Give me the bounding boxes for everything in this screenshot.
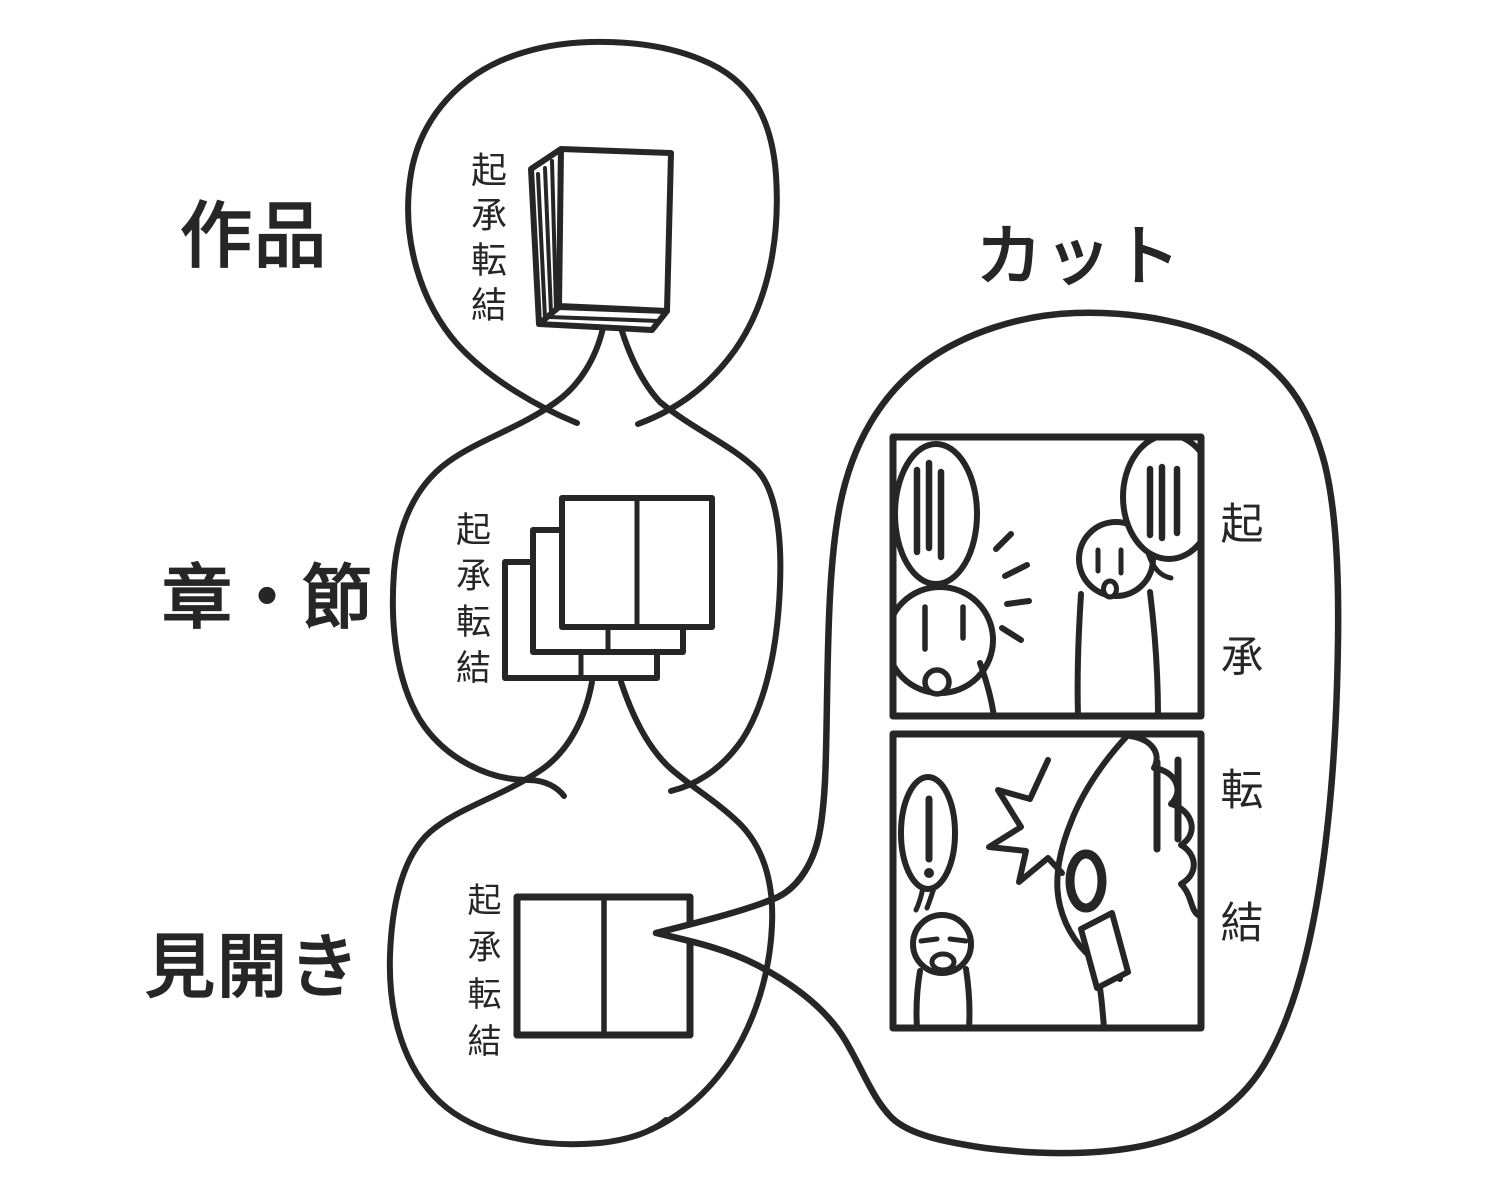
exclamation-bubble-icon: [898, 774, 958, 913]
label-cut: カット: [976, 218, 1183, 295]
label-spread: 見開き: [145, 926, 361, 1008]
comic-panel-bottom-border: [889, 730, 1205, 1032]
speech-bubble-left-icon: [896, 441, 980, 587]
speech-bubble-right-icon: [1120, 440, 1198, 581]
comic-panel-bottom-content: [898, 737, 1198, 1025]
star-burst-icon: [986, 757, 1065, 885]
spread-bubble-right-outline: [618, 679, 776, 1133]
kishotenketsu-chapter-section: 起承転結: [450, 511, 490, 695]
work-bubble-outline: [405, 38, 780, 427]
book-icon: [528, 146, 674, 333]
spread-icon: [513, 893, 694, 1039]
kishotenketsu-work: 起承転結: [465, 151, 506, 331]
kishotenketsu-spread: 起承転結: [461, 882, 501, 1070]
face-closeup-icon: [1054, 737, 1198, 1025]
neck-chapter-to-spread-and-spread-bubble: [386, 679, 669, 1148]
spread-stack-icon: [502, 495, 715, 681]
label-work: 作品: [180, 194, 329, 278]
comic-panel-top-content: [896, 440, 1198, 713]
kishotenketsu-cut: 起承転結: [1213, 501, 1263, 1033]
character-happy-icon: [910, 912, 974, 1025]
comic-panel-top-border: [889, 433, 1205, 720]
emphasis-marks-icon: [993, 531, 1032, 643]
phone-icon: [1078, 910, 1131, 991]
character-left-icon: [896, 584, 997, 713]
label-chapter-section: 章・節: [162, 557, 372, 639]
neck-work-to-chapter-and-chapter-bubble: [389, 325, 784, 799]
